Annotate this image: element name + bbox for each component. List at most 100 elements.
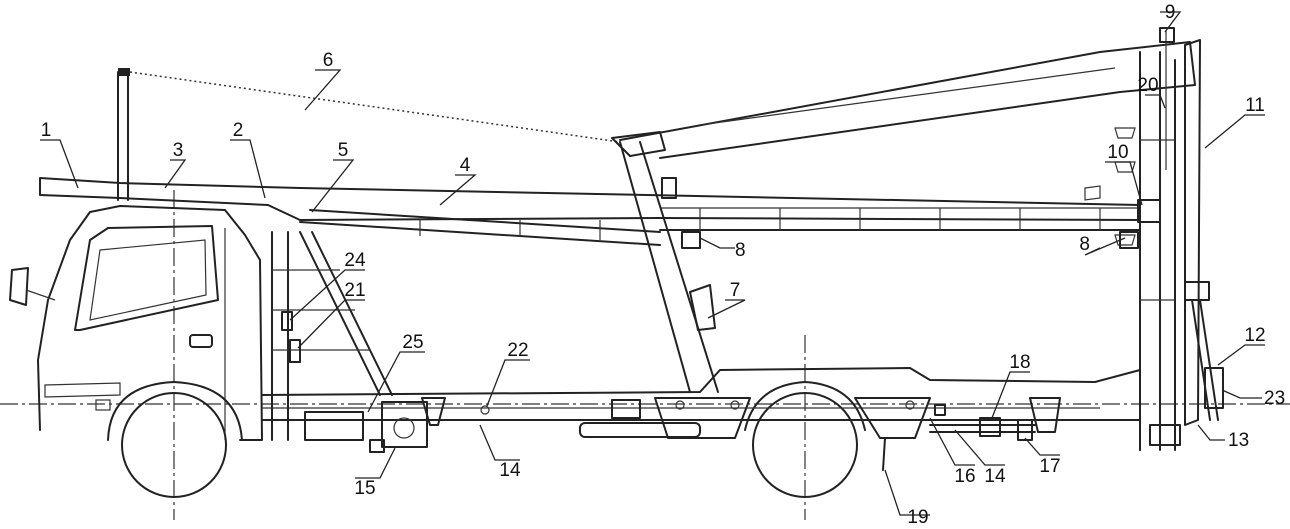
strut-clamp-upper <box>661 177 677 199</box>
bolt-c <box>905 400 915 410</box>
front-wheel <box>107 381 243 498</box>
rod-19 <box>882 437 886 471</box>
leader-3 <box>164 159 187 189</box>
hydraulic-cylinder-12-b <box>1199 299 1219 421</box>
rear-gate-11 <box>1184 39 1201 426</box>
leader-1 <box>40 139 79 189</box>
leader-20 <box>1145 94 1166 109</box>
strut-top-joint <box>611 131 666 157</box>
mast-top-cap <box>118 68 130 76</box>
label-10: 10 <box>1107 142 1128 163</box>
label-25: 25 <box>402 332 423 353</box>
label-6: 6 <box>323 50 334 71</box>
valve-18 <box>979 417 1001 437</box>
leader-17 <box>1024 437 1060 456</box>
rear-wheel-arch <box>744 381 866 431</box>
label-17: 17 <box>1039 456 1060 477</box>
door-handle <box>189 334 213 348</box>
pump-motor <box>393 417 415 439</box>
leader-25 <box>367 351 425 413</box>
top-arm <box>619 41 1196 159</box>
leader-2 <box>230 139 266 199</box>
label-21: 21 <box>344 280 365 301</box>
side-mirror <box>9 267 29 306</box>
front-light <box>95 399 111 411</box>
mast <box>117 68 621 201</box>
bolt-a <box>675 400 685 410</box>
front-tire <box>121 392 227 498</box>
leader-22 <box>486 359 530 407</box>
label-14b: 14 <box>984 466 1006 487</box>
support-10 <box>1137 199 1161 223</box>
leader-7 <box>707 299 746 319</box>
leader-23 <box>1221 389 1262 399</box>
rear-light <box>1149 424 1181 446</box>
bracket <box>611 399 641 419</box>
center-strut <box>611 131 719 393</box>
strut-rear-edge <box>639 141 719 393</box>
leader-21 <box>297 299 365 349</box>
label-7: 7 <box>730 280 741 301</box>
pump-foot <box>369 439 385 453</box>
label-1: 1 <box>41 120 52 141</box>
label-12: 12 <box>1244 325 1265 346</box>
top-arm-inner <box>699 67 1116 126</box>
battery-25 <box>304 411 364 441</box>
label-4: 4 <box>460 155 471 176</box>
label-18: 18 <box>1009 352 1030 373</box>
lower-deck-top <box>261 367 1141 451</box>
control-21 <box>289 339 301 363</box>
support-block-4 <box>1029 397 1061 433</box>
support-8-rear <box>1119 231 1139 249</box>
rear-tire <box>752 392 858 498</box>
valve-23 <box>1204 367 1224 409</box>
label-5: 5 <box>338 140 349 161</box>
label-15: 15 <box>354 478 375 499</box>
leader-8a <box>699 237 735 249</box>
leader-15 <box>355 447 396 479</box>
leader-16 <box>929 417 975 466</box>
leader-13 <box>1197 424 1225 441</box>
lower-components <box>304 401 1036 471</box>
label-3: 3 <box>173 140 184 161</box>
leader-5 <box>311 159 355 213</box>
lower-deck <box>261 367 1141 451</box>
front-diagonal-brace <box>299 231 381 396</box>
top-arm-outline <box>619 41 1196 159</box>
leader-4 <box>439 174 477 206</box>
label-8b: 8 <box>1079 234 1090 255</box>
support-8-front <box>681 231 701 249</box>
front-bumper-strip <box>44 382 121 398</box>
label-24: 24 <box>344 250 366 271</box>
leader-11 <box>1204 114 1265 149</box>
label-8a: 8 <box>735 240 746 261</box>
bolt-22 <box>480 405 490 415</box>
front-wheel-arch <box>107 381 243 441</box>
leader-8b <box>1084 237 1126 256</box>
wheel-chock <box>1084 185 1101 201</box>
label-2: 2 <box>233 120 244 141</box>
label-23: 23 <box>1264 388 1285 409</box>
upper-valve <box>1184 281 1210 301</box>
leader-12 <box>1217 344 1265 366</box>
front-diagonal-brace-2 <box>311 231 393 396</box>
label-20: 20 <box>1137 75 1158 96</box>
mirror-arm <box>25 289 56 301</box>
rear-bracket-3 <box>1114 234 1136 246</box>
clamp-7 <box>689 284 716 331</box>
cab-outline <box>37 205 263 441</box>
leader-14b <box>954 429 1005 466</box>
label-16: 16 <box>954 466 975 487</box>
front-ramp-beam-2 <box>309 209 661 233</box>
label-14a: 14 <box>499 460 521 481</box>
strut-front-edge <box>619 141 691 393</box>
control-24 <box>281 311 293 331</box>
truck-cab <box>9 205 263 441</box>
label-22: 22 <box>507 340 528 361</box>
leader-19 <box>884 469 930 516</box>
leader-6 <box>304 69 342 111</box>
support-block-3 <box>854 397 931 439</box>
label-13: 13 <box>1228 430 1249 451</box>
leader-24 <box>289 269 365 321</box>
